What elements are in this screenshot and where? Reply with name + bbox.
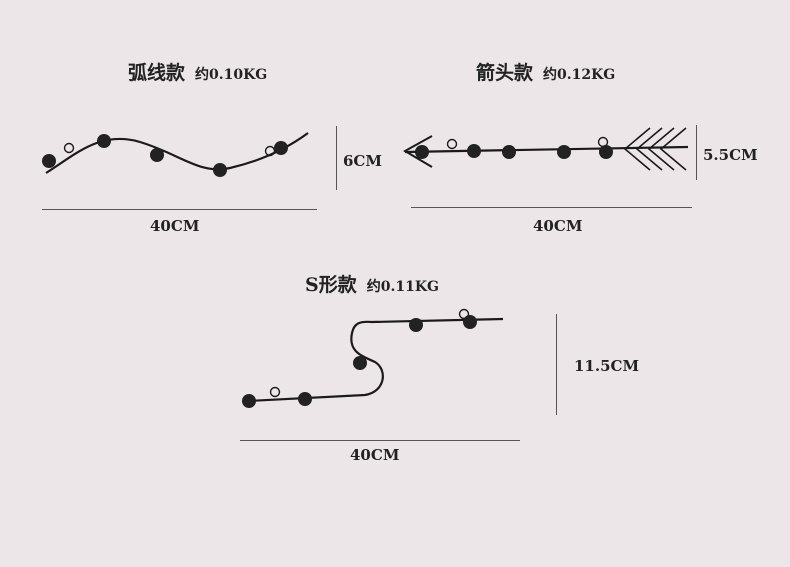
product-weight: 约0.11KG <box>366 279 439 295</box>
s-shape-hook-rack <box>242 308 504 408</box>
hook-ball <box>557 145 571 159</box>
hook-ball <box>242 394 256 408</box>
product-name: 弧线款 <box>128 62 186 84</box>
width-dimension-line <box>42 209 317 210</box>
hook-ball <box>42 154 56 168</box>
hook-ball <box>467 144 481 158</box>
ring-icon <box>269 386 281 398</box>
width-dimension-line <box>411 207 692 208</box>
height-label: 5.5CM <box>703 146 758 164</box>
hook-ball <box>97 134 111 148</box>
hook-ball <box>150 148 164 162</box>
width-label: 40CM <box>150 217 200 235</box>
product-name: 箭头款 <box>476 62 534 84</box>
hook-ball <box>298 392 312 406</box>
hook-ball <box>502 145 516 159</box>
width-label: 40CM <box>533 217 583 235</box>
hook-ball <box>409 318 423 332</box>
product-weight: 约0.10KG <box>195 67 268 83</box>
height-label: 11.5CM <box>574 357 640 375</box>
product-weight: 约0.12KG <box>543 67 616 83</box>
s-shape-product-title: S形款约0.11KG <box>305 270 439 297</box>
height-label: 6CM <box>343 152 382 170</box>
hook-ball <box>415 145 429 159</box>
ring-icon <box>63 142 75 154</box>
product-name: S形款 <box>305 274 357 296</box>
width-dimension-line <box>240 440 520 441</box>
ring-icon <box>446 138 458 150</box>
hook-ball <box>353 356 367 370</box>
hook-ball <box>599 145 613 159</box>
width-label: 40CM <box>350 446 400 464</box>
arc-hook-rack <box>42 132 309 177</box>
hook-ball <box>213 163 227 177</box>
hook-ball <box>463 315 477 329</box>
arc-product-title: 弧线款约0.10KG <box>128 58 267 85</box>
height-dimension-line <box>696 125 697 180</box>
ring-icon <box>264 145 276 157</box>
arrow-hook-rack <box>402 127 689 171</box>
height-dimension-line <box>336 126 337 190</box>
arrow-product-title: 箭头款约0.12KG <box>476 58 615 85</box>
height-dimension-line <box>556 314 557 415</box>
hook-ball <box>274 141 288 155</box>
